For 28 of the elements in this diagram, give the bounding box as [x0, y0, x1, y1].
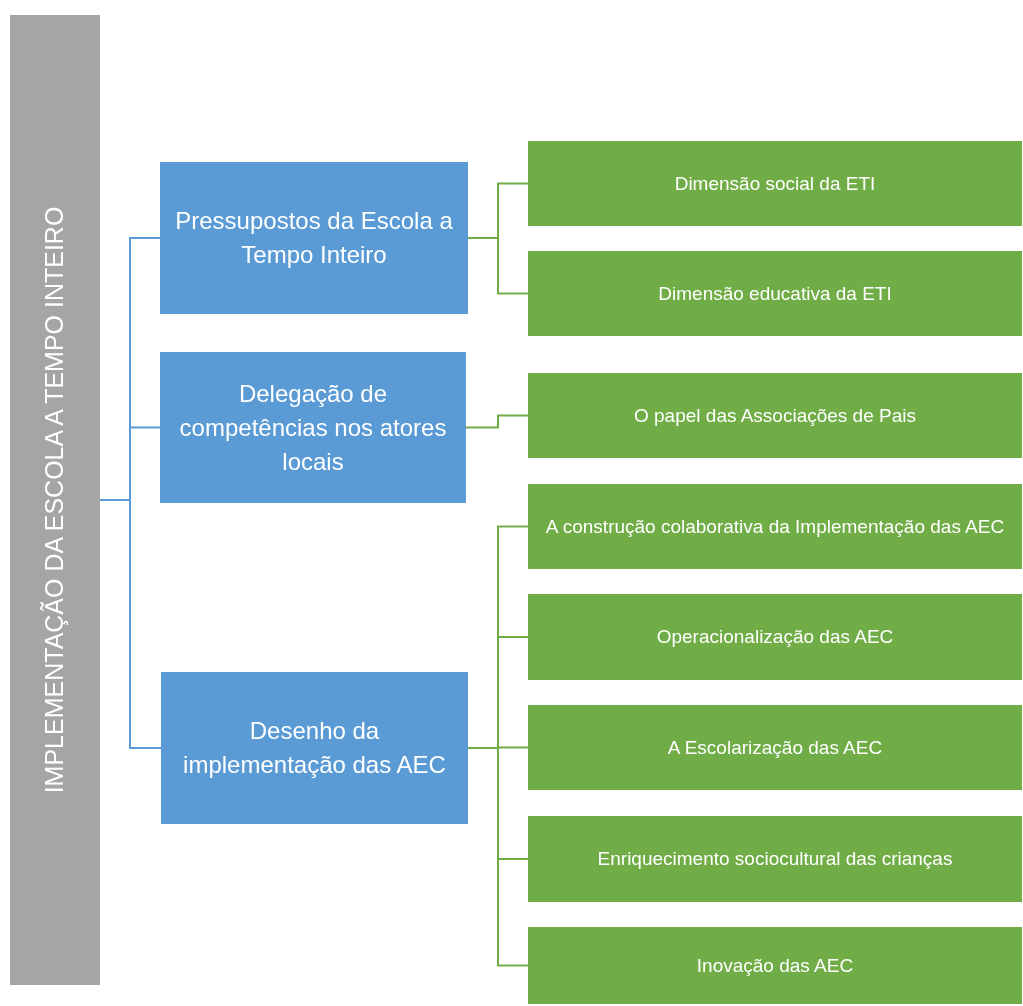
- connector-line: [465, 414, 529, 429]
- box-label: A construção colaborativa da Implementação das AEC: [545, 514, 1005, 539]
- topic-box: [528, 594, 1022, 680]
- title-bar: [10, 15, 100, 985]
- box-label: Inovação das AEC: [696, 953, 854, 978]
- box-label: Operacionalização das AEC: [656, 625, 894, 649]
- box-label: Desenho da implementação das AEC: [182, 716, 447, 780]
- box-label: Dimensão educativa da ETI: [658, 281, 892, 306]
- topic-box: [528, 927, 1022, 1004]
- connector-line: [99, 499, 162, 749]
- box-label: Pressupostos da Escola a Tempo Inteiro: [174, 206, 454, 270]
- box-label: O papel das Associações de Pais: [634, 403, 916, 428]
- connector-line: [467, 237, 529, 295]
- topic-box: [528, 705, 1022, 790]
- box-label: Dimensão social da ETI: [674, 171, 876, 196]
- category-box: [160, 352, 466, 503]
- topic-box: [528, 484, 1022, 569]
- topic-box: [528, 816, 1022, 902]
- category-box: [160, 162, 468, 314]
- box-label: Enriquecimento sociocultural das crianças: [597, 847, 953, 871]
- box-label: A Escolarização das AEC: [667, 735, 883, 760]
- topic-box: [528, 251, 1022, 336]
- topic-box: [528, 373, 1022, 458]
- vertical-title: IMPLEMENTAÇÃO DA ESCOLA A TEMPO INTEIRO: [39, 206, 70, 794]
- box-label: Delegação de competências nos atores locais: [178, 378, 448, 477]
- connector-line: [467, 747, 529, 967]
- topic-box: [528, 141, 1022, 226]
- category-box: [161, 672, 468, 824]
